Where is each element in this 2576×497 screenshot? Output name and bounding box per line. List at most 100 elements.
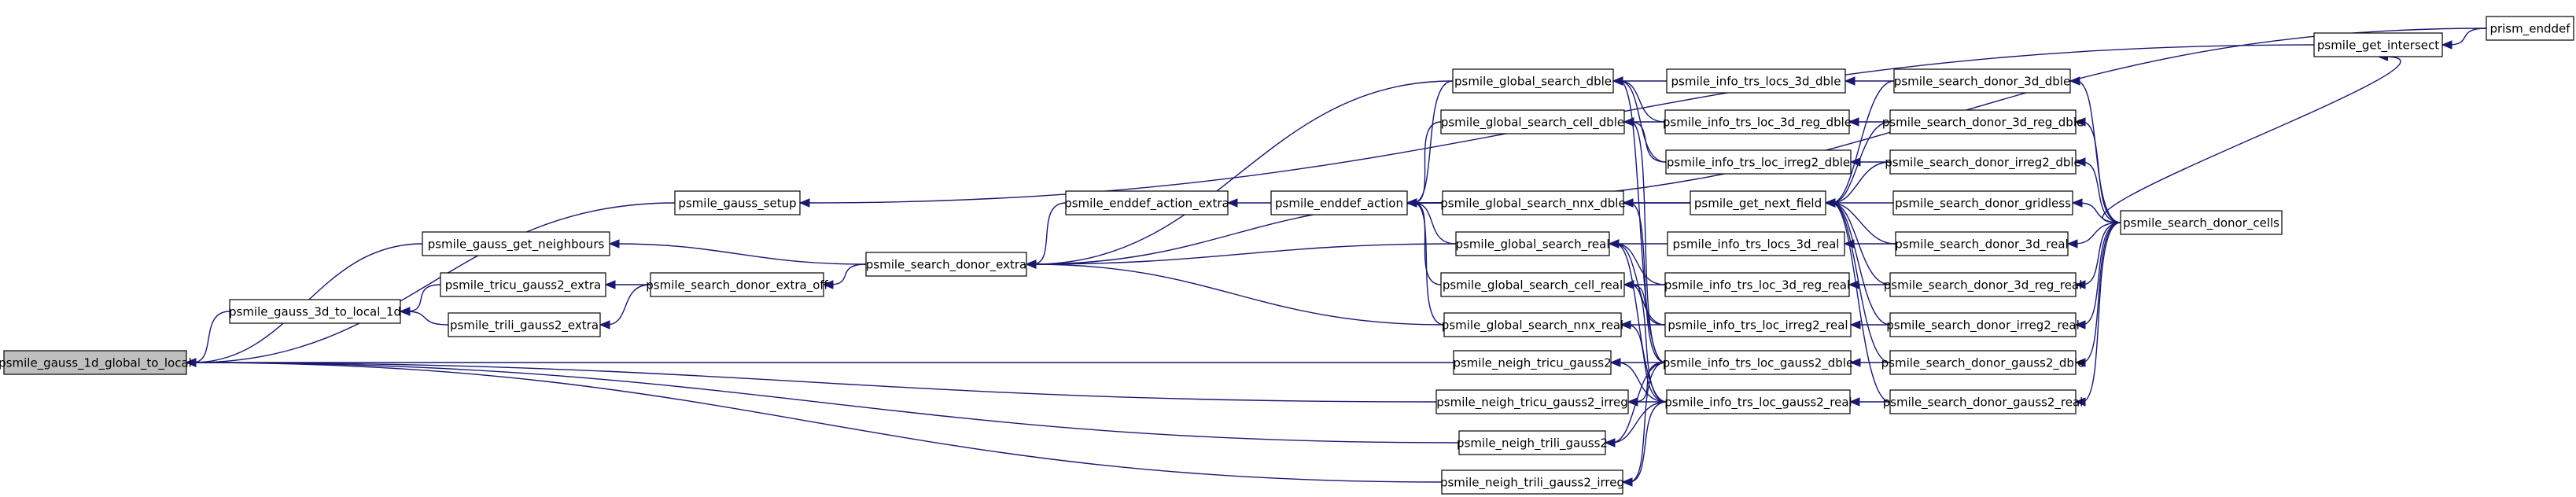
node-psmile-global-search-nnx-dble[interactable]: psmile_global_search_nnx_dble [1440,190,1626,215]
node-box [1666,389,1851,414]
node-psmile-global-search-nnx-real[interactable]: psmile_global_search_nnx_real [1442,312,1623,337]
node-label: psmile_search_donor_gridless [1895,197,2071,212]
node-psmile-neigh-tricu-gauss2-irreg[interactable]: psmile_neigh_tricu_gauss2_irreg [1435,389,1629,414]
node-box [422,231,610,256]
node-psmile-get-next-field[interactable]: psmile_get_next_field [1690,190,1826,215]
call-edge-psmile-gauss-3d-to-local-1d-to-psmile-gauss-1d-global-to-local [192,311,230,363]
arrowhead [1622,198,1634,208]
node-label: psmile_gauss_1d_global_to_local [0,356,192,371]
node-psmile-search-donor-gauss2-real[interactable]: psmile_search_donor_gauss2_real [1883,389,2084,414]
node-prism-enddef[interactable]: prism_enddef [2486,16,2574,41]
call-edge-psmile-search-donor-cells-to-psmile-search-donor-irreg2-real [2081,222,2121,326]
arrowhead [185,358,197,367]
node-label: psmile_search_donor_irreg2_dble [1885,156,2081,171]
node-label: psmile_info_trs_loc_irreg2_real [1668,318,1848,333]
node-label: psmile_get_intersect [2317,39,2439,53]
node-box [1889,350,2077,375]
node-psmile-info-trs-loc-gauss2-dble[interactable]: psmile_info_trs_loc_gauss2_dble [1663,350,1853,375]
node-psmile-search-donor-extra-off[interactable]: psmile_search_donor_extra_off [646,272,828,297]
node-psmile-global-search-cell-real[interactable]: psmile_global_search_cell_real [1440,272,1625,297]
node-psmile-search-donor-extra[interactable]: psmile_search_donor_extra [865,252,1027,277]
node-psmile-search-donor-3d-dble[interactable]: psmile_search_donor_3d_dble [1893,68,2071,94]
call-edge-psmile-global-search-dble-to-psmile-search-donor-extra [1032,80,1454,265]
node-psmile-gauss-1d-global-to-local[interactable]: psmile_gauss_1d_global_to_local [0,350,192,375]
node-psmile-tricu-gauss2-extra[interactable]: psmile_tricu_gauss2_extra [440,272,606,297]
call-edge-psmile-search-donor-cells-to-psmile-search-donor-3d-dble [2076,80,2121,223]
node-psmile-info-trs-loc-3d-reg-dble[interactable]: psmile_info_trs_loc_3d_reg_dble [1663,109,1852,134]
node-label: psmile_enddef_action_extra [1064,197,1229,212]
arrowhead [1620,320,1631,329]
node-box [1895,231,2069,256]
call-edge-psmile-search-donor-3d-reg-dble-to-psmile-get-next-field [1831,121,1891,204]
call-edge-psmile-info-trs-loc-3d-reg-real-to-psmile-global-search-real [1615,243,1666,285]
arrowhead [2074,280,2086,289]
node-psmile-info-trs-locs-3d-real[interactable]: psmile_info_trs_locs_3d_real [1667,231,1845,256]
node-label: psmile_search_donor_3d_reg_dble [1882,116,2084,131]
node-psmile-search-donor-gauss2-dble[interactable]: psmile_search_donor_gauss2_dble [1881,350,2085,375]
arrowhead [1848,280,1859,289]
call-edge-psmile-global-search-real-to-psmile-enddef-action [1413,202,1457,245]
node-label: psmile_neigh_tricu_gauss2 [1453,356,1611,371]
node-psmile-neigh-tricu-gauss2[interactable]: psmile_neigh_tricu_gauss2 [1453,350,1612,375]
node-psmile-neigh-trili-gauss2[interactable]: psmile_neigh_trili_gauss2 [1457,430,1608,455]
node-box [1889,312,2077,337]
arrowhead [1609,358,1621,367]
arrowhead [1824,198,1836,208]
node-label: psmile_info_trs_loc_gauss2_real [1664,396,1852,410]
arrowhead [798,198,810,208]
node-psmile-info-trs-loc-3d-reg-real[interactable]: psmile_info_trs_loc_3d_reg_real [1664,272,1850,297]
call-edge-psmile-search-donor-irreg2-real-to-psmile-get-next-field [1831,202,1891,326]
node-box [1664,312,1852,337]
call-edge-psmile-search-donor-cells-to-psmile-search-donor-irreg2-dble [2081,161,2121,223]
node-psmile-search-donor-3d-reg-dble[interactable]: psmile_search_donor_3d_reg_dble [1882,109,2084,134]
node-psmile-global-search-dble[interactable]: psmile_global_search_dble [1452,68,1614,94]
node-label: psmile_search_donor_3d_real [1895,237,2068,252]
node-psmile-info-trs-loc-irreg2-dble[interactable]: psmile_info_trs_loc_irreg2_dble [1665,149,1852,175]
node-box [1889,109,2077,134]
node-psmile-search-donor-irreg2-dble[interactable]: psmile_search_donor_irreg2_dble [1885,149,2081,175]
call-edge-psmile-info-trs-loc-gauss2-real-to-psmile-global-search-cell-real [1630,284,1668,403]
node-box [1270,190,1408,215]
node-box [1664,109,1850,134]
node-psmile-get-intersect[interactable]: psmile_get_intersect [2313,32,2443,57]
node-psmile-global-search-cell-dble[interactable]: psmile_global_search_cell_dble [1440,109,1625,134]
node-label: psmile_get_next_field [1694,197,1822,212]
node-psmile-global-search-real[interactable]: psmile_global_search_real [1455,231,1610,256]
node-label: psmile_info_trs_loc_3d_reg_dble [1663,116,1852,131]
node-label: prism_enddef [2489,22,2570,37]
call-edge-psmile-enddef-action-extra-to-psmile-search-donor-extra [1032,202,1067,265]
node-psmile-gauss-get-neighbours[interactable]: psmile_gauss_get_neighbours [422,231,610,256]
node-box [1889,272,2077,297]
arrowhead [1226,198,1238,208]
node-box [1441,469,1623,495]
node-psmile-search-donor-cells[interactable]: psmile_search_donor_cells [2120,210,2283,235]
arrowhead [2069,76,2080,86]
call-edge-psmile-info-trs-loc-gauss2-real-to-psmile-neigh-tricu-gauss2 [1616,362,1668,403]
call-edge-psmile-info-trs-loc-3d-reg-dble-to-psmile-global-search-dble [1619,80,1666,123]
node-psmile-search-donor-3d-real[interactable]: psmile_search_donor_3d_real [1895,231,2069,256]
call-edge-psmile-search-donor-irreg2-dble-to-psmile-get-next-field [1831,161,1891,204]
node-psmile-enddef-action[interactable]: psmile_enddef_action [1270,190,1408,215]
node-psmile-search-donor-irreg2-real[interactable]: psmile_search_donor_irreg2_real [1886,312,2080,337]
node-psmile-gauss-3d-to-local-1d[interactable]: psmile_gauss_3d_to_local_1d [229,299,401,324]
call-edge-psmile-search-donor-cells-to-psmile-search-donor-gauss2-real [2081,222,2121,403]
node-box [1892,190,2073,215]
node-box [3,350,187,375]
node-psmile-info-trs-locs-3d-dble[interactable]: psmile_info_trs_locs_3d_dble [1666,68,1846,94]
node-psmile-info-trs-loc-gauss2-real[interactable]: psmile_info_trs_loc_gauss2_real [1664,389,1852,414]
arrowhead [2074,157,2086,167]
node-psmile-neigh-trili-gauss2-irreg[interactable]: psmile_neigh_trili_gauss2_irreg [1440,469,1624,495]
call-edge-psmile-search-donor-cells-to-psmile-search-donor-3d-reg-dble [2081,121,2121,223]
node-psmile-info-trs-loc-irreg2-real[interactable]: psmile_info_trs_loc_irreg2_real [1664,312,1852,337]
call-edge-psmile-info-trs-loc-gauss2-real-to-psmile-neigh-trili-gauss2-irreg [1628,401,1668,483]
node-box [448,312,601,337]
arrowhead [1604,438,1616,447]
node-psmile-trili-gauss2-extra[interactable]: psmile_trili_gauss2_extra [448,312,601,337]
node-psmile-search-donor-gridless[interactable]: psmile_search_donor_gridless [1892,190,2073,215]
node-psmile-gauss-setup[interactable]: psmile_gauss_setup [674,190,801,215]
arrowhead [2074,320,2086,329]
node-psmile-search-donor-3d-reg-real[interactable]: psmile_search_donor_3d_reg_real [1884,272,2082,297]
arrowhead [2066,239,2078,248]
call-edge-psmile-search-donor-cells-to-psmile-search-donor-3d-real [2073,222,2121,245]
node-psmile-enddef-action-extra[interactable]: psmile_enddef_action_extra [1064,190,1229,215]
